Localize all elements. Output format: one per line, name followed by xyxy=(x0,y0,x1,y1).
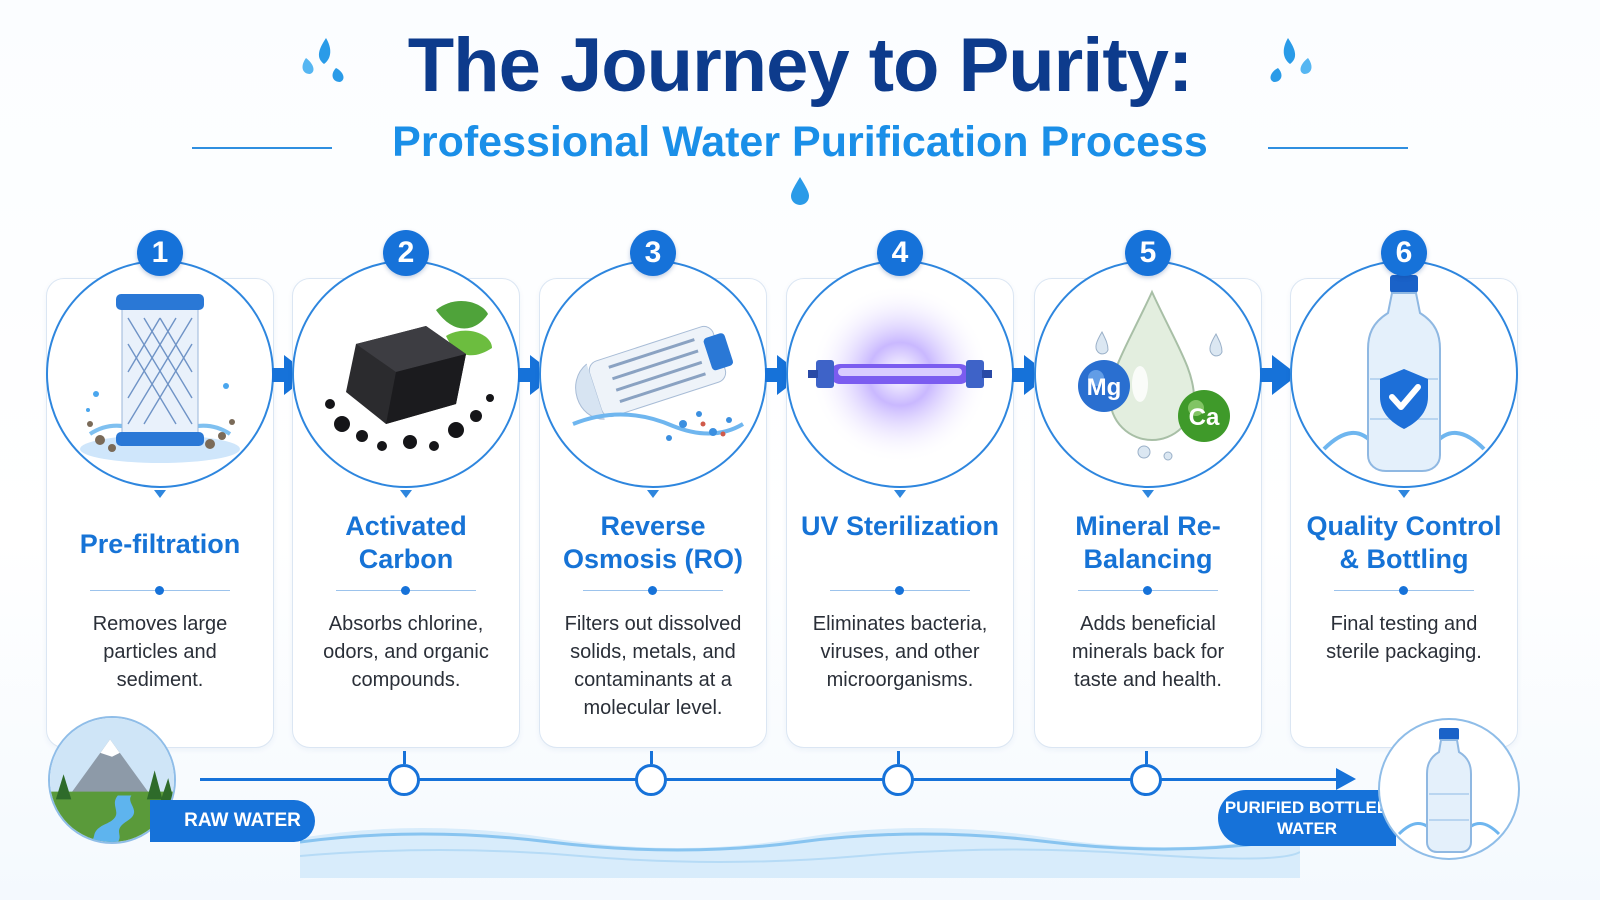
step-pointer xyxy=(400,490,412,498)
flow-node xyxy=(388,751,420,796)
process-step-3: 3 Reverse Osmosis (RO) Filters out disso… xyxy=(537,230,769,750)
step-image-circle: Mg Ca xyxy=(1034,260,1262,488)
step-number-badge: 6 xyxy=(1381,230,1427,276)
step-number-badge: 4 xyxy=(877,230,923,276)
mineral-label-mg: Mg xyxy=(1087,374,1122,401)
step-number-badge: 5 xyxy=(1125,230,1171,276)
carbon-granules-icon xyxy=(325,301,494,451)
water-splash-icon xyxy=(1270,38,1312,82)
purified-water-image xyxy=(1378,718,1520,860)
step-description: Final testing and sterile packaging. xyxy=(1326,613,1482,663)
step-image-circle xyxy=(292,260,520,488)
step-description: Filters out dissolved solids, metals, an… xyxy=(564,613,742,719)
step-title: Quality Control & Bottling xyxy=(1306,511,1502,574)
step-image-circle xyxy=(1290,260,1518,488)
mountain-stream-icon xyxy=(50,718,174,842)
step-pointer xyxy=(647,490,659,498)
step-description: Adds beneficial minerals back for taste … xyxy=(1071,613,1225,691)
mineral-drop-icon: Mg Ca xyxy=(1078,289,1230,461)
step-divider-dot xyxy=(1143,586,1152,595)
water-drop-icon xyxy=(791,177,809,205)
process-step-2: 2 Activated Carbon Absorbs chlorine, odo… xyxy=(290,230,522,750)
step-pointer xyxy=(894,490,906,498)
raw-water-label: RAW WATER xyxy=(150,800,315,842)
bottle-shield-icon xyxy=(1322,275,1486,472)
step-number-badge: 3 xyxy=(630,230,676,276)
step-divider-dot xyxy=(648,586,657,595)
step-title: Activated Carbon xyxy=(345,511,467,574)
flow-node xyxy=(1130,751,1162,796)
raw-water-image xyxy=(48,716,176,844)
step-image-circle xyxy=(46,260,274,488)
step-divider-dot xyxy=(155,586,164,595)
step-title: Pre-filtration xyxy=(79,529,241,559)
step-divider-dot xyxy=(1399,586,1408,595)
step-pointer xyxy=(1142,490,1154,498)
uv-lamp-icon xyxy=(808,284,992,464)
flow-arrow-head xyxy=(1336,768,1356,790)
flow-node xyxy=(882,751,914,796)
step-number-badge: 1 xyxy=(137,230,183,276)
step-pointer xyxy=(1398,490,1410,498)
page-title: The Journey to Purity: xyxy=(407,23,1194,108)
subtitle-rule-right xyxy=(1268,147,1408,149)
flow-node xyxy=(635,751,667,796)
water-wave-strip xyxy=(300,828,1300,878)
process-step-5: Mg Ca 5 Mineral Re-Balancing Adds benefi… xyxy=(1032,230,1264,750)
page-subtitle: Professional Water Purification Process xyxy=(392,118,1208,166)
step-title: UV Sterilization xyxy=(800,511,1000,541)
process-step-6: 6 Quality Control & Bottling Final testi… xyxy=(1288,230,1520,750)
step-number-badge: 2 xyxy=(383,230,429,276)
step-pointer xyxy=(154,490,166,498)
ro-membrane-icon xyxy=(572,325,745,441)
process-step-4: 4 UV Sterilization Eliminates bacteria, … xyxy=(784,230,1016,750)
step-divider-dot xyxy=(401,586,410,595)
step-image-circle xyxy=(539,260,767,488)
step-title: Mineral Re-Balancing xyxy=(1075,511,1221,574)
process-step-1: 1 Pre-filtration Removes large particles… xyxy=(44,230,276,750)
step-image-circle xyxy=(786,260,1014,488)
water-bottle-icon xyxy=(1397,728,1501,853)
step-description: Removes large particles and sediment. xyxy=(92,613,228,691)
subtitle-rule-left xyxy=(192,147,332,149)
step-divider-dot xyxy=(895,586,904,595)
flow-line xyxy=(200,778,1340,781)
step-description: Absorbs chlorine, odors, and organic com… xyxy=(323,613,489,691)
step-description: Eliminates bacteria, viruses, and other … xyxy=(812,613,988,691)
mineral-label-ca: Ca xyxy=(1189,404,1220,431)
purified-water-label: PURIFIED BOTTLED WATER xyxy=(1218,790,1396,846)
sediment-filter-icon xyxy=(80,294,240,463)
water-splash-icon xyxy=(302,38,344,82)
step-title: Reverse Osmosis (RO) xyxy=(562,511,744,574)
